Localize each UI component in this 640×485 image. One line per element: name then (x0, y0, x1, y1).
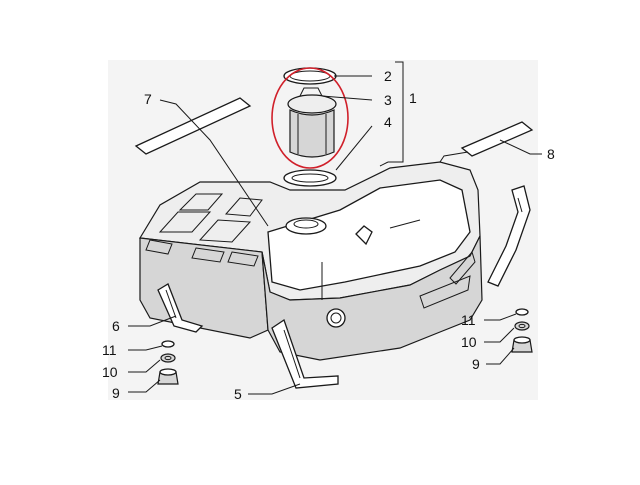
callout-9-left: 9 (112, 385, 120, 401)
highlight-circle (271, 67, 349, 169)
callout-6: 6 (112, 318, 120, 334)
callout-11-right: 11 (461, 312, 476, 328)
hardware-left (157, 340, 179, 385)
callout-10-right: 10 (461, 334, 477, 350)
callout-labels: 1 2 3 4 5 6 7 8 9 10 11 9 10 11 (102, 68, 555, 402)
callout-1: 1 (409, 90, 417, 106)
callout-8: 8 (547, 146, 555, 162)
callout-5: 5 (234, 386, 242, 402)
callout-2: 2 (384, 68, 392, 84)
leader-lines (128, 61, 542, 395)
lock-ring (283, 67, 337, 85)
callout-7: 7 (144, 91, 152, 107)
pad-8 (460, 121, 534, 157)
fuel-tank (139, 161, 483, 361)
hardware-right (511, 308, 533, 353)
mounting-straps (157, 185, 531, 389)
callout-10-left: 10 (102, 364, 118, 380)
callout-4: 4 (384, 114, 392, 130)
pump-gasket (283, 169, 337, 187)
callout-9-right: 9 (472, 356, 480, 372)
pad-7 (134, 97, 252, 155)
fuel-pump-body (289, 109, 335, 158)
callout-11-left: 11 (102, 342, 117, 358)
callout-3: 3 (384, 92, 392, 108)
